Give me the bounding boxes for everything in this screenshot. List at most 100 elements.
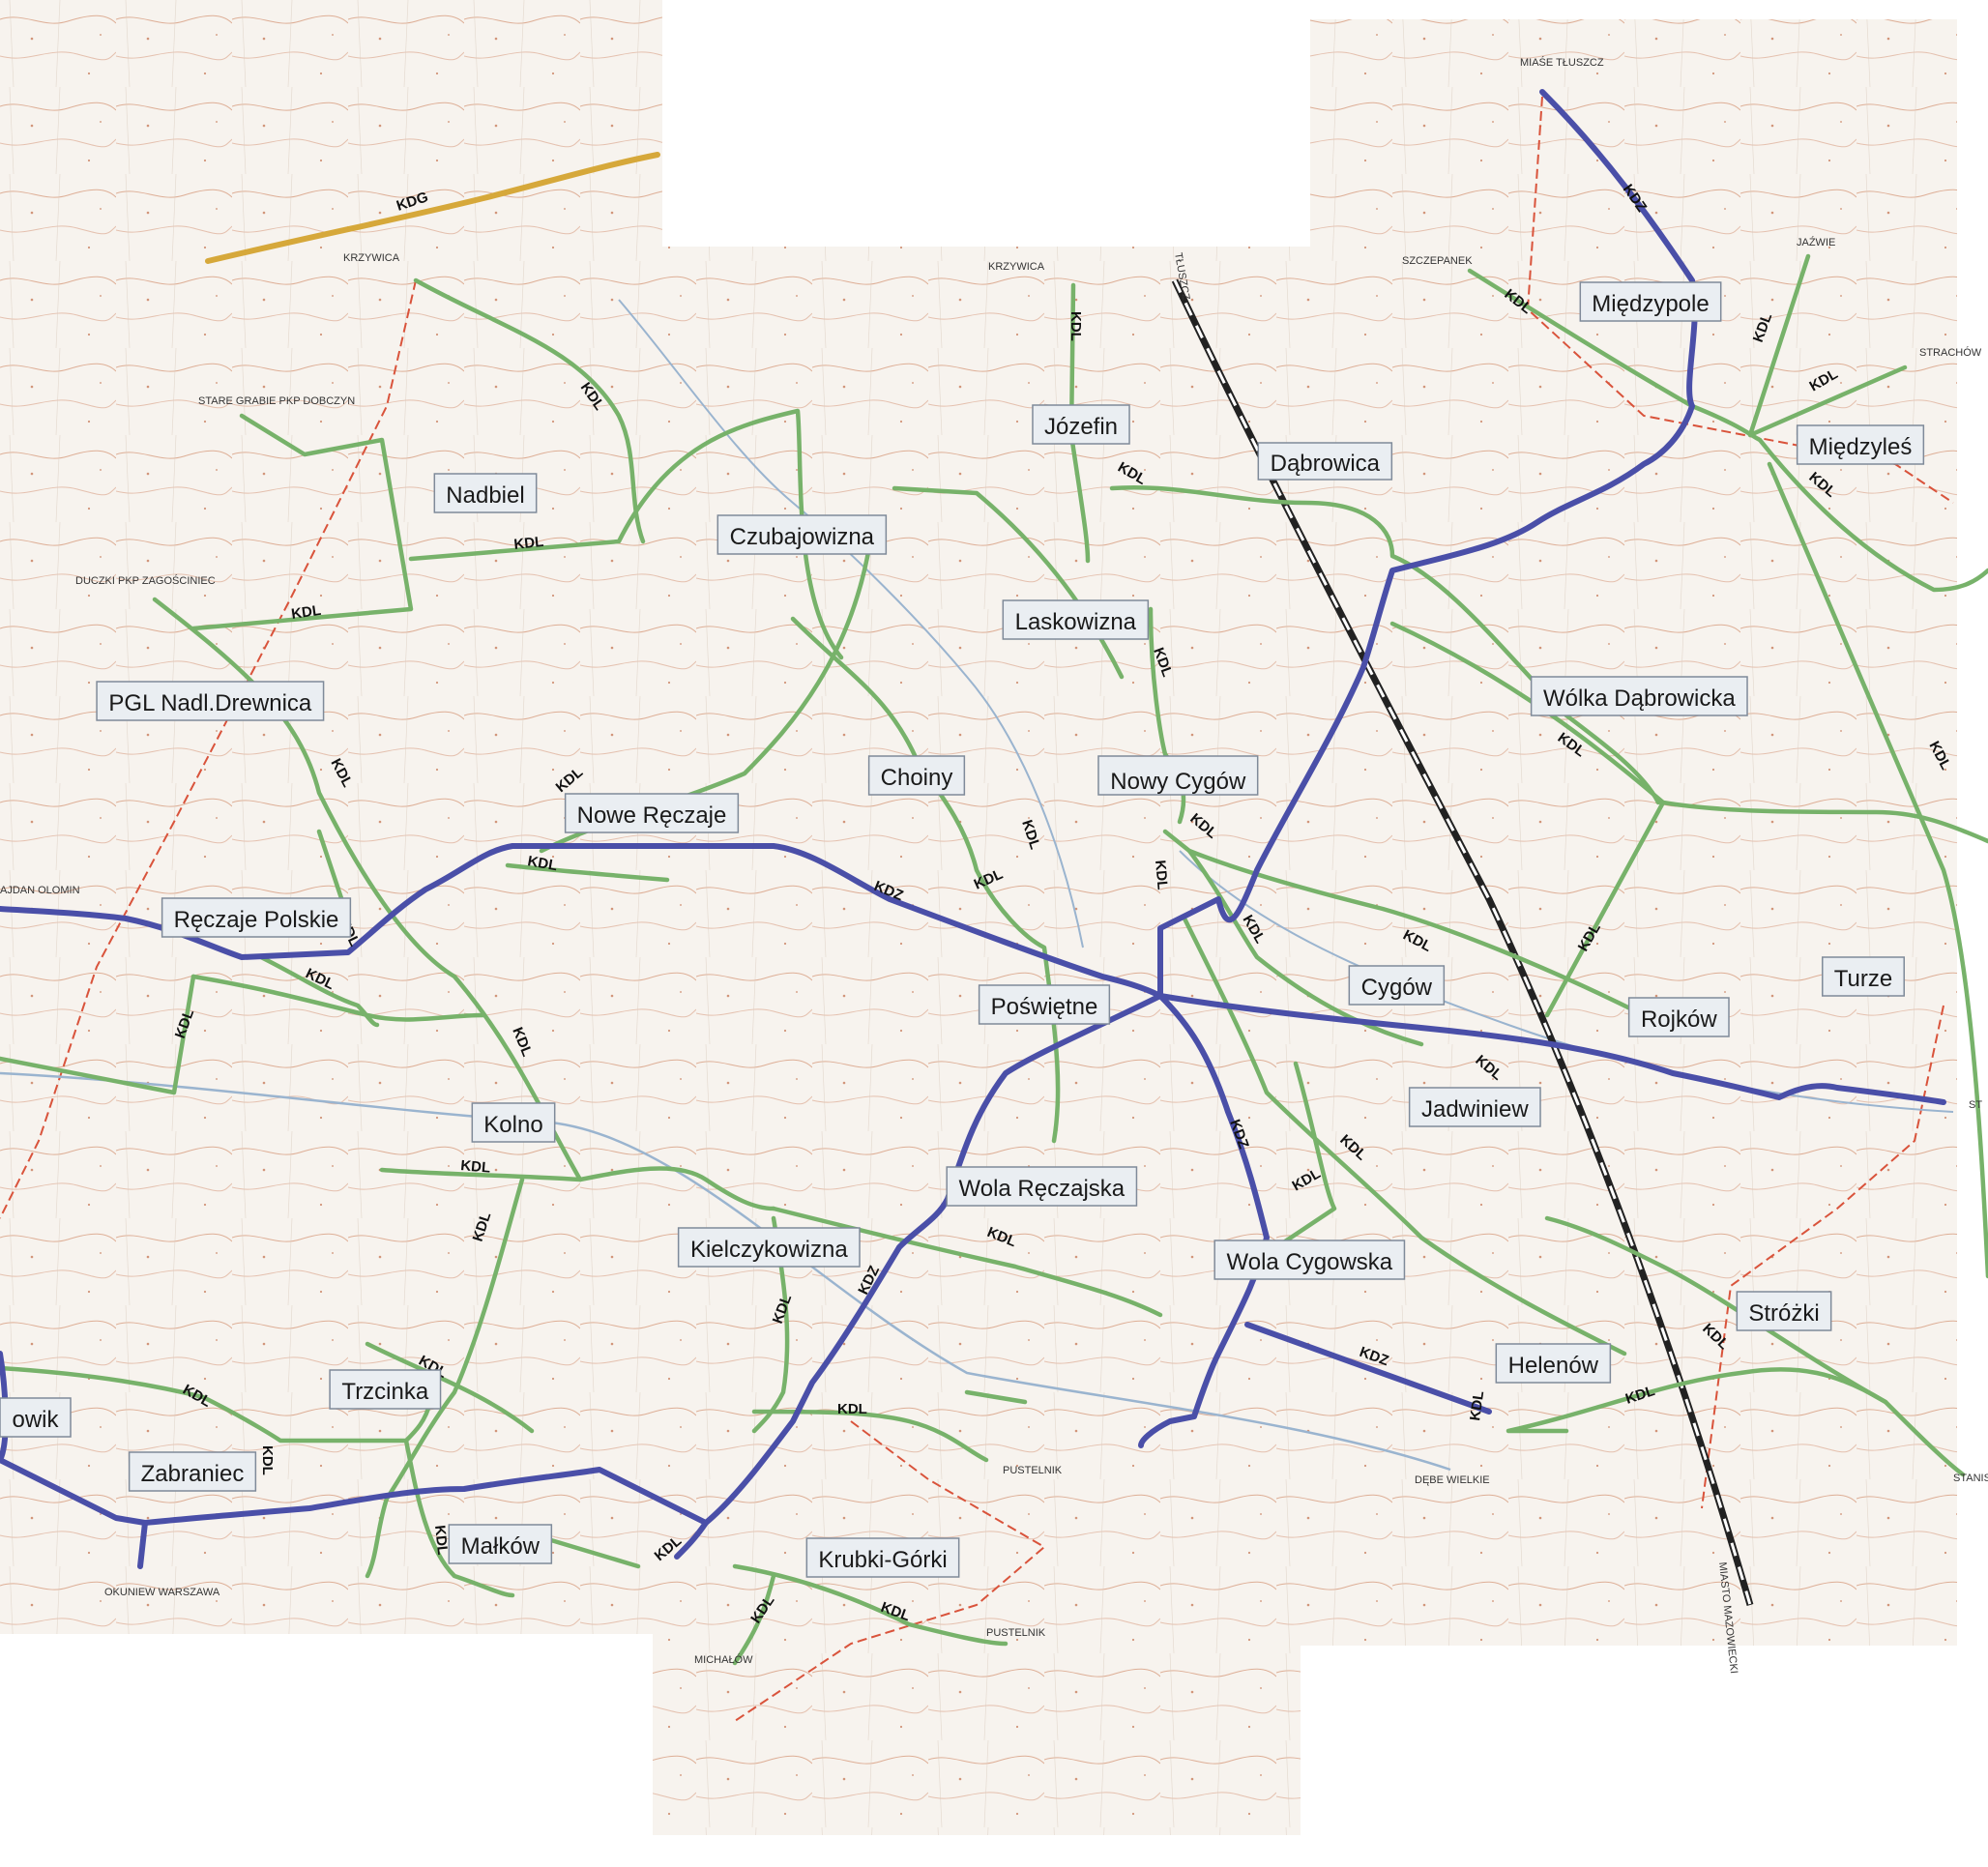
place-note: OKUNIEW WARSZAWA xyxy=(104,1587,220,1598)
road-code-kdl: KDL xyxy=(1152,860,1171,890)
kdz-road xyxy=(1157,993,1946,1105)
kdl-road xyxy=(1767,461,1988,1279)
village-label: Cygów xyxy=(1348,965,1446,1006)
place-note: MICHAŁÓW xyxy=(694,1653,753,1666)
kdz-road xyxy=(1244,1322,1492,1415)
village-label: Wola Ręczajska xyxy=(946,1166,1138,1207)
svg-text:Kolno: Kolno xyxy=(483,1112,542,1138)
road-code-kdl: KDL xyxy=(460,1157,491,1177)
svg-text:Kielczykowizna: Kielczykowizna xyxy=(690,1237,848,1263)
place-note: ST xyxy=(1969,1099,1982,1111)
village-label: Wólka Dąbrowicka xyxy=(1530,676,1748,716)
village-label: Nowe Ręczaje xyxy=(564,793,740,833)
place-note: SZCZEPANEK xyxy=(1402,255,1473,267)
svg-text:Choiny: Choiny xyxy=(881,765,953,791)
road-code-kdl: KDL xyxy=(526,853,558,874)
kdl-road xyxy=(771,1206,1163,1318)
river xyxy=(1179,850,1954,1113)
village-label: Małków xyxy=(448,1524,553,1564)
place-note: KRZYWICA xyxy=(343,252,400,264)
svg-text:Dąbrowica: Dąbrowica xyxy=(1271,451,1381,477)
topographic-sheet xyxy=(0,0,1957,1835)
kdl-road xyxy=(258,954,380,1028)
svg-text:Krubki-Górki: Krubki-Górki xyxy=(818,1547,947,1573)
kdz-road xyxy=(0,1351,709,1526)
svg-text:Turze: Turze xyxy=(1834,966,1892,992)
kdl-road xyxy=(403,1438,515,1598)
commune-boundary xyxy=(1526,96,1954,504)
kdl-road xyxy=(0,974,196,1095)
kdl-road xyxy=(1186,848,1647,1018)
village-label: Nadbiel xyxy=(433,473,538,513)
kdl-road xyxy=(1506,1367,1966,1477)
road-code-kdl: KDL xyxy=(513,534,544,553)
svg-text:Cygów: Cygów xyxy=(1361,975,1433,1001)
svg-text:Międzyleś: Międzyleś xyxy=(1809,434,1913,460)
place-note: JAŹWIE xyxy=(1797,236,1835,248)
kdl-road xyxy=(1182,916,1627,1356)
kdz-road xyxy=(137,1520,148,1569)
place-note: MIAŚE TŁUSZCZ xyxy=(1520,56,1604,69)
village-label: Krubki-Górki xyxy=(805,1537,960,1578)
village-label: Wola Cygowska xyxy=(1213,1240,1406,1280)
kdg-road-network xyxy=(205,152,660,264)
svg-text:Jadwiniew: Jadwiniew xyxy=(1421,1096,1529,1123)
svg-text:Wola Ręczajska: Wola Ręczajska xyxy=(959,1176,1126,1202)
boundary-lines xyxy=(0,96,1954,1722)
svg-text:PGL Nadl.Drewnica: PGL Nadl.Drewnica xyxy=(108,690,312,716)
svg-text:Helenów: Helenów xyxy=(1508,1353,1599,1379)
svg-text:owik: owik xyxy=(12,1407,59,1433)
commune-boundary xyxy=(734,1420,1046,1722)
kdl-road xyxy=(505,862,670,883)
village-label: Helenów xyxy=(1495,1343,1612,1384)
svg-text:Laskowizna: Laskowizna xyxy=(1015,609,1137,635)
commune-boundary xyxy=(0,279,417,1219)
kdz-road xyxy=(674,993,1163,1560)
svg-text:Nowe Ręczaje: Nowe Ręczaje xyxy=(577,802,727,829)
road-code-kdl: KDL xyxy=(259,1445,276,1475)
kdl-road xyxy=(1757,437,1988,593)
svg-text:Ręczaje Polskie: Ręczaje Polskie xyxy=(174,907,339,933)
village-label: Turze xyxy=(1822,956,1905,997)
village-label: Zabraniec xyxy=(128,1451,257,1492)
kdz-road xyxy=(0,843,1163,999)
svg-text:Nowy Cygów: Nowy Cygów xyxy=(1110,769,1246,795)
village-label: Czubajowizna xyxy=(716,514,888,555)
village-labels: Nadbiel Czubajowizna Józefin Dąbrowica M… xyxy=(0,281,1925,1578)
village-label: Laskowizna xyxy=(1002,599,1150,640)
place-note: STANISŁAWÓW xyxy=(1953,1472,1988,1484)
road-code-kdl: KDL xyxy=(837,1401,867,1417)
village-label: PGL Nadl.Drewnica xyxy=(96,681,325,721)
kdl-road xyxy=(190,413,414,631)
kdl-road xyxy=(790,616,1061,1144)
village-label: Dąbrowica xyxy=(1257,442,1393,481)
kdl-road xyxy=(0,1365,433,1444)
village-label: Stróżki xyxy=(1736,1291,1832,1331)
place-note: STRACHÓW xyxy=(1919,346,1982,359)
svg-text:Stróżki: Stróżki xyxy=(1748,1300,1819,1327)
svg-text:Czubajowizna: Czubajowizna xyxy=(730,524,875,550)
svg-text:Nadbiel: Nadbiel xyxy=(446,482,524,509)
kdl-road xyxy=(1109,484,1661,805)
kdl-road xyxy=(1467,268,1763,443)
village-label: owik xyxy=(0,1397,72,1438)
road-code-kdl: KDL xyxy=(431,1525,451,1556)
svg-text:Wola Cygowska: Wola Cygowska xyxy=(1227,1249,1393,1275)
village-label: Trzcinka xyxy=(329,1369,442,1410)
village-label: Józefin xyxy=(1032,404,1130,445)
road-code-kdl: KDL xyxy=(1067,311,1084,341)
village-label: Rojków xyxy=(1627,997,1730,1037)
village-label: Ręczaje Polskie xyxy=(161,897,352,938)
kdl-road xyxy=(1389,621,1988,844)
svg-text:Józefin: Józefin xyxy=(1044,414,1118,440)
kdl-road xyxy=(1544,800,1666,1018)
map-sheet-area xyxy=(0,0,1957,1835)
place-note: PUSTELNIK xyxy=(1003,1465,1063,1476)
kdl-road xyxy=(539,1534,641,1569)
kdl-road xyxy=(365,1177,525,1579)
commune-boundary xyxy=(1701,1005,1944,1509)
kdl-road xyxy=(732,1573,776,1666)
kdl-road xyxy=(365,1341,535,1434)
kdl-road xyxy=(413,277,646,544)
village-label: Jadwiniew xyxy=(1408,1087,1541,1127)
